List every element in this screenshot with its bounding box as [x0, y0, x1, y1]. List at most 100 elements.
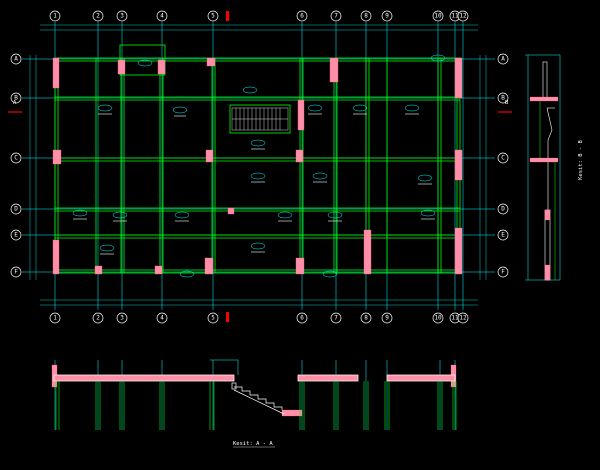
axis-bubble-label: C — [14, 155, 18, 162]
axis-bubble-label: E — [501, 232, 505, 239]
axis-bubble-label: 9 — [385, 315, 389, 322]
axis-bubble-bottom-12: 12 — [457, 312, 469, 324]
axis-bubble-label: 5 — [211, 315, 215, 322]
axis-bubble-left-5: F — [10, 266, 22, 278]
axis-bubble-right-5: F — [497, 266, 509, 278]
axis-bubble-bottom-5: 5 — [207, 312, 219, 324]
axis-bubble-label: 4 — [160, 13, 164, 20]
axis-bubble-circle — [49, 312, 61, 324]
axis-bubble-bottom-9: 9 — [381, 312, 393, 324]
axis-bubble-top-3: 3 — [116, 10, 128, 22]
axis-bubble-label: 1 — [53, 315, 57, 322]
axis-bubble-circle — [49, 10, 61, 22]
axis-bubble-circle — [360, 10, 372, 22]
axis-bubble-label: 10 — [434, 13, 442, 20]
axis-bubble-label: 3 — [120, 315, 124, 322]
axis-bubble-label: 12 — [459, 315, 467, 322]
section-mark-label-right: B — [505, 100, 509, 106]
axis-bubble-right-0: A — [497, 53, 509, 65]
axis-bubble-label: 12 — [459, 13, 467, 20]
axis-bubble-top-7: 7 — [330, 10, 342, 22]
axis-bubble-label: E — [14, 232, 18, 239]
axis-bubble-circle — [92, 10, 104, 22]
stair-block — [231, 107, 289, 131]
axis-bubble-circle — [381, 312, 393, 324]
axis-bubble-label: 6 — [300, 315, 304, 322]
axis-bubble-circle — [497, 152, 509, 164]
axis-bubble-circle — [207, 312, 219, 324]
axis-bubble-circle — [432, 312, 444, 324]
axis-bubble-circle — [116, 10, 128, 22]
axis-bubble-label: 10 — [434, 315, 442, 322]
axis-bubble-top-10: 10 — [432, 10, 444, 22]
section-a-a-title: Kesit: A - A — [233, 441, 273, 447]
axis-bubble-label: D — [501, 206, 505, 213]
axis-bubble-circle — [457, 10, 469, 22]
section-marker-bottom — [226, 312, 229, 322]
axis-bubble-circle — [10, 53, 22, 65]
axis-bubble-circle — [116, 312, 128, 324]
axis-bubble-label: 9 — [385, 13, 389, 20]
section-b-b-drawing: Kesit: B - B — [525, 54, 584, 281]
axis-bubble-right-2: C — [497, 152, 509, 164]
axis-bubble-label: 7 — [334, 315, 338, 322]
axis-bubble-label: 5 — [211, 13, 215, 20]
axis-bubble-bottom-2: 2 — [92, 312, 104, 324]
axis-bubble-circle — [207, 10, 219, 22]
axis-bubble-top-12: 12 — [457, 10, 469, 22]
axis-bubble-circle — [330, 312, 342, 324]
slab-annotation-text — [73, 113, 435, 255]
axis-bubble-top-4: 4 — [156, 10, 168, 22]
axis-bubble-right-4: E — [497, 229, 509, 241]
axis-bubble-bottom-11: 11 — [449, 312, 461, 324]
dimension-lines — [29, 24, 487, 306]
section-marker-top — [226, 11, 229, 21]
axis-bubble-left-1: B — [10, 92, 22, 104]
columns — [52, 57, 463, 275]
slab-annotations — [72, 54, 446, 278]
axis-bubble-bottom-1: 1 — [49, 312, 61, 324]
axis-bubble-circle — [497, 92, 509, 104]
axis-bubble-right-3: D — [497, 203, 509, 215]
axis-bubble-label: C — [501, 155, 505, 162]
section-cut-markers: A B — [8, 11, 512, 322]
axis-bubble-circle — [10, 92, 22, 104]
section-mark-label-left: A — [13, 100, 17, 106]
axis-bubble-label: F — [14, 269, 18, 276]
axis-bubble-label: 3 — [120, 13, 124, 20]
axis-bubble-label: B — [501, 95, 505, 102]
axis-bubble-circle — [497, 266, 509, 278]
axis-bubble-bottom-4: 4 — [156, 312, 168, 324]
axis-bubble-bottom-10: 10 — [432, 312, 444, 324]
axis-bubble-label: 2 — [96, 315, 100, 322]
axis-bubble-label: 11 — [451, 315, 459, 322]
axis-bubble-circle — [296, 312, 308, 324]
axis-bubble-circle — [156, 10, 168, 22]
axis-bubble-label: A — [501, 56, 505, 63]
axis-bubble-label: A — [14, 56, 18, 63]
axis-bubble-circle — [497, 53, 509, 65]
axis-bubble-label: D — [14, 206, 18, 213]
section-a-a-drawing: Kesit: A - A — [51, 359, 457, 448]
axis-bubble-label: 11 — [451, 13, 459, 20]
axis-bubble-circle — [432, 10, 444, 22]
axis-bubble-left-0: A — [10, 53, 22, 65]
grid-axis-lines — [22, 22, 495, 310]
axis-bubble-circle — [10, 266, 22, 278]
axis-bubble-circle — [330, 10, 342, 22]
axis-bubble-label: 7 — [334, 13, 338, 20]
axis-bubble-left-2: C — [10, 152, 22, 164]
axis-bubble-circle — [92, 312, 104, 324]
axis-bubble-top-1: 1 — [49, 10, 61, 22]
axis-bubble-circle — [497, 203, 509, 215]
axis-bubble-circle — [156, 312, 168, 324]
axis-bubble-label: 8 — [364, 315, 368, 322]
axis-bubble-label: 4 — [160, 315, 164, 322]
axis-bubble-label: F — [501, 269, 505, 276]
axis-bubble-label: 6 — [300, 13, 304, 20]
axis-bubble-label: 1 — [53, 13, 57, 20]
axis-bubble-label: 8 — [364, 13, 368, 20]
axis-bubble-circle — [381, 10, 393, 22]
